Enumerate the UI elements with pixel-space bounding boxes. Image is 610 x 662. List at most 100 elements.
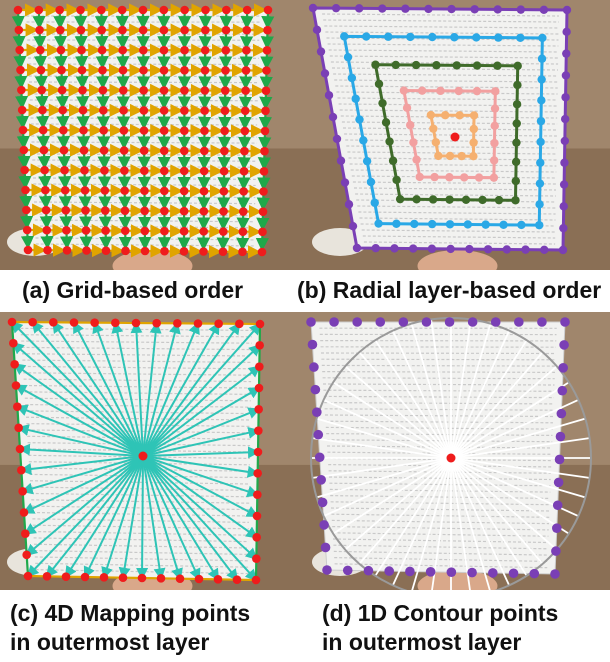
- grid-point: [98, 85, 108, 95]
- grid-point: [200, 126, 209, 136]
- grid-point: [139, 146, 149, 155]
- grid-point: [60, 165, 69, 175]
- grid-point: [13, 5, 23, 15]
- layer-blue-point: [374, 219, 383, 228]
- layer-purple-point: [328, 112, 338, 122]
- mapping-arrow: [16, 424, 144, 457]
- grid-point: [35, 45, 45, 55]
- hand-shape: [417, 570, 498, 590]
- contour-point: [550, 569, 560, 579]
- grid-point: [238, 247, 247, 257]
- layer-purple-point: [332, 134, 342, 144]
- grid-point: [238, 207, 248, 216]
- layer-purple-point: [348, 221, 358, 231]
- layer-green-point: [374, 79, 384, 89]
- grid-point: [117, 5, 127, 15]
- layer-pink-point: [491, 87, 500, 96]
- grid-point: [98, 105, 108, 115]
- outer-layer-point: [28, 317, 37, 327]
- layer-purple-point: [539, 5, 549, 15]
- contour-ray: [450, 457, 491, 590]
- grid-point: [221, 45, 231, 55]
- outer-layer-point: [14, 423, 23, 433]
- layer-blue-point: [535, 220, 544, 230]
- layer-blue-point: [463, 220, 473, 229]
- outer-layer-point: [23, 571, 33, 581]
- mapping-arrow: [142, 446, 260, 459]
- outer-layer-point: [255, 341, 264, 350]
- grid-point: [100, 186, 110, 195]
- grid-point: [262, 46, 272, 55]
- layer-blue-point: [450, 33, 459, 42]
- layer-blue-point: [366, 177, 376, 187]
- outer-layer-point: [42, 572, 52, 581]
- document-text-line: [322, 383, 555, 386]
- contour-point: [559, 340, 569, 350]
- contour-ray: [450, 320, 472, 459]
- outer-layer-point: [235, 319, 244, 329]
- layer-blue-point: [516, 33, 525, 42]
- grid-point: [263, 5, 273, 15]
- mapping-arrow: [23, 455, 144, 535]
- layer-green-point: [472, 61, 482, 70]
- layer-purple-point: [378, 4, 387, 13]
- grid-point: [220, 126, 229, 136]
- document-text-line: [344, 133, 557, 137]
- mapping-arrow: [142, 426, 261, 457]
- contour-ray: [345, 457, 452, 550]
- document-text-line: [334, 79, 558, 83]
- document-text-line: [320, 352, 556, 355]
- center-point: [138, 451, 148, 461]
- grid-point: [180, 126, 189, 135]
- grid-point: [159, 65, 169, 75]
- grid-point: [97, 25, 107, 35]
- mapping-arrow: [52, 320, 144, 457]
- contour-ray: [450, 324, 492, 459]
- mapping-arrow: [118, 455, 144, 580]
- contour-point: [310, 384, 321, 395]
- mapping-arrow: [64, 455, 144, 579]
- outer-layer-point: [156, 574, 166, 583]
- grid-point: [201, 25, 210, 35]
- radial-layer-figure: [305, 0, 610, 270]
- layer-pink-point: [415, 172, 424, 182]
- mapping-arrow: [142, 322, 262, 457]
- layer-pink-point: [430, 172, 439, 182]
- document-text-line: [326, 37, 559, 41]
- document-text-line: [323, 395, 555, 399]
- grid-point: [80, 186, 90, 195]
- document-text-line: [23, 378, 252, 383]
- contour-point: [552, 500, 563, 511]
- document-text-line: [325, 31, 559, 35]
- contour-ray: [375, 457, 452, 576]
- panel-radial-layer-order: [305, 0, 610, 270]
- grid-point: [159, 86, 169, 95]
- caption-radial-layer-order: (b) Radial layer-based order: [297, 277, 602, 303]
- grid-point: [100, 206, 110, 215]
- mapping-arrow: [142, 407, 261, 457]
- document-text-line: [345, 139, 557, 143]
- layer-purple-point: [371, 243, 380, 253]
- grid-point: [200, 146, 209, 156]
- outer-layer-point: [137, 573, 147, 583]
- document-text-line: [323, 19, 559, 23]
- layer-green-point: [513, 61, 522, 71]
- grid-point: [222, 5, 231, 15]
- caption-grid-based-order: (a) Grid-based order: [22, 277, 244, 303]
- layer-green-point: [511, 196, 520, 205]
- layer-blue-point: [362, 32, 371, 41]
- layer-pink-point: [489, 156, 499, 165]
- outer-layer-point: [213, 575, 223, 584]
- grid-point: [160, 226, 169, 236]
- grid-point: [160, 246, 169, 256]
- layer-green-point: [412, 195, 421, 204]
- layer-green-point: [445, 195, 454, 204]
- grid-point: [101, 246, 111, 255]
- document-text-line: [31, 511, 250, 517]
- grid-point: [79, 125, 88, 135]
- grid-point: [240, 146, 249, 156]
- contour-ray: [313, 457, 452, 479]
- grid-point: [57, 65, 66, 75]
- hand-shape: [417, 250, 498, 270]
- layer-purple-point: [493, 5, 502, 14]
